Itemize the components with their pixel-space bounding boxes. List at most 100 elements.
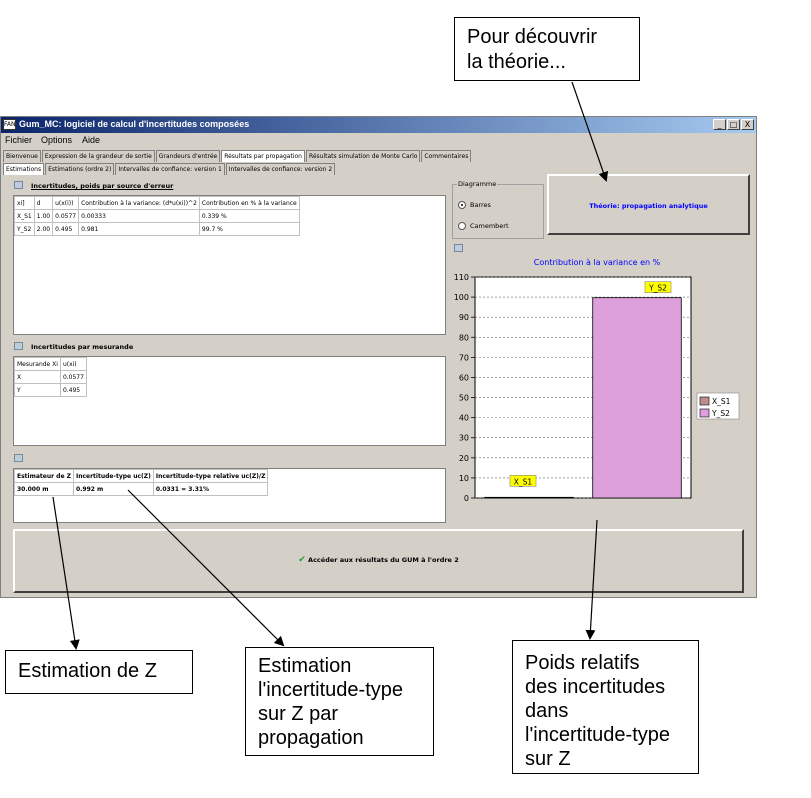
tab-estimations[interactable]: Estimations (3, 163, 45, 175)
app-icon: FAN (3, 119, 16, 130)
variance-chart: Contribution à la variance en % 0 10 20 30 4… (454, 258, 740, 503)
callout-line: Pour découvrir (467, 26, 598, 48)
table-row[interactable]: 30.000 m 0.992 m 0.0331 = 3.31% (14, 482, 269, 496)
y-tick-label: 90 (459, 313, 469, 322)
callout-estimation-z: Estimation de Z (5, 650, 193, 694)
app-window: FAN Gum_MC: logiciel de calcul d'incerti… (0, 116, 757, 598)
table-mesurande: Mesurande Xi u(xi) X 0.0577 Y 0.495 (14, 357, 87, 397)
incertitude-type-value: 0.992 m (72, 482, 154, 496)
tab-intervalles-v2[interactable]: Intervalles de confiance: version 2 (225, 163, 336, 175)
tab-resultats-propagation[interactable]: Résultats par propagation (221, 150, 305, 162)
callout-poids: Poids relatifs des incertitudes dans l'i… (512, 640, 699, 774)
callout-line: la théorie... (467, 51, 566, 73)
data-label-box (509, 475, 537, 487)
chart-icon (454, 244, 463, 252)
gum-button-label: Accéder aux résultats du GUM à l'ordre 2 (308, 556, 459, 564)
close-button[interactable]: X (741, 119, 754, 130)
callout-line: sur Z par (258, 703, 339, 725)
bar-x-s1 (484, 496, 574, 499)
window-title: Gum_MC: logiciel de calcul d'incertitude… (19, 119, 250, 129)
table-cell: 0.495 (52, 222, 80, 236)
tab-bienvenue[interactable]: Bienvenue (3, 150, 41, 162)
radio-camembert-label: Camembert (470, 222, 509, 230)
table-icon (14, 181, 23, 189)
table-header-row: Mesurande Xi u(xi) (14, 357, 87, 371)
gum-ordre2-button[interactable]: ✔ Accéder aux résultats du GUM à l'ordre… (13, 529, 744, 593)
callout-line: l'incertitude-type (258, 679, 403, 701)
data-label: Y_S2 (648, 284, 667, 293)
estimateur-z-value: 30.000 m (14, 482, 74, 496)
diagramme-group (452, 184, 544, 239)
tab-grandeurs-entree[interactable]: Grandeurs d'entrée (155, 150, 221, 162)
col-header: u(xi) (59, 357, 87, 371)
menu-fichier[interactable]: Fichier (5, 135, 33, 145)
callout-line: l'incertitude-type (525, 724, 670, 746)
y-tick-label: 0 (464, 494, 469, 503)
menu-aide[interactable]: Aide (82, 135, 101, 145)
data-label: X_S1 (514, 477, 533, 486)
table-cell: 99.7 % (198, 222, 300, 236)
radio-camembert[interactable] (458, 222, 466, 230)
chart-labels: X_S1 Y_S2 (509, 281, 672, 487)
callout-line: des incertitudes (525, 676, 666, 698)
table-row[interactable]: X 0.0577 (14, 370, 87, 384)
y-tick-label: 60 (459, 373, 469, 382)
table-resultats-z: Estimateur de Z Incertitude-type uc(Z) I… (14, 469, 269, 496)
radio-barres[interactable] (458, 201, 466, 209)
arrow-to-estimation-z (52, 496, 80, 650)
data-label-box (644, 281, 672, 293)
table-icon (14, 342, 23, 350)
chart-title: Contribution à la variance en % (534, 258, 661, 267)
theorie-button[interactable]: Théorie: propagation analytique (547, 174, 750, 235)
menu-options[interactable]: Options (41, 135, 73, 145)
callout-estimation-incertitude: Estimation l'incertitude-type sur Z par … (245, 647, 434, 756)
callout-line: Poids relatifs (525, 652, 640, 674)
chart-bars (484, 297, 682, 499)
title-bar[interactable]: FAN Gum_MC: logiciel de calcul d'incerti… (1, 117, 756, 133)
y-tick-label: 80 (459, 333, 469, 342)
callout-line: dans (525, 700, 569, 722)
diagramme-label: Diagramme (457, 180, 498, 188)
legend-swatch (699, 408, 710, 418)
theorie-button-label: Théorie: propagation analytique (589, 202, 708, 210)
tab-estimations-ordre2[interactable]: Estimations (ordre 2) (45, 163, 115, 175)
tab-monte-carlo[interactable]: Résultats simulation de Monte Carlo (305, 150, 421, 162)
y-tick-label: 10 (459, 474, 469, 483)
table-row[interactable]: Y_S2 2.00 0.495 0.981 99.7 % (14, 222, 300, 236)
callout-theory: Pour découvrir la théorie... (454, 17, 640, 81)
y-tick-label: 50 (459, 394, 469, 403)
table-row[interactable]: Y 0.495 (14, 383, 87, 397)
y-tick-label: 40 (459, 414, 469, 423)
tab-intervalles-v1[interactable]: Intervalles de confiance: version 1 (115, 163, 225, 175)
tab-expression[interactable]: Expression de la grandeur de sortie (41, 150, 155, 162)
y-tick-label: 110 (454, 273, 469, 282)
table-cell: 0.495 (59, 383, 87, 397)
bar-y-s2 (592, 297, 682, 499)
incertitude-relative-value: 0.0331 = 3.31% (152, 482, 269, 496)
arrow-to-incertitude (127, 489, 285, 647)
section-title-poids: Incertitudes, poids par source d'erreur (31, 182, 174, 190)
y-tick-label: 20 (459, 454, 469, 463)
arrow-to-poids (585, 519, 598, 640)
radio-barres-label: Barres (470, 201, 491, 209)
callout-line: propagation (258, 727, 364, 749)
table-cell: 2.00 (33, 222, 54, 236)
table-poids-source: xi] d u(x(i)) Contribution à la variance… (14, 196, 300, 236)
minimize-button[interactable]: _ (713, 119, 726, 130)
y-tick-label: 30 (459, 434, 469, 443)
table-icon (14, 454, 23, 462)
arrow-to-theorie (571, 81, 609, 182)
tab-commentaires[interactable]: Commentaires (421, 150, 472, 162)
gum-button-content: ✔ Accéder aux résultats du GUM à l'ordre… (15, 555, 742, 565)
legend-swatch (699, 396, 710, 406)
maximize-button[interactable]: □ (727, 119, 740, 130)
section-title-mesurande: Incertitudes par mesurande (31, 343, 134, 351)
callout-line: Estimation (258, 655, 352, 677)
callout-line: Estimation de Z (18, 660, 157, 682)
legend-label: X_S1 (712, 397, 731, 406)
table-cell: 0.981 (78, 222, 200, 236)
y-tick-label: 70 (459, 353, 469, 362)
chart-legend: X_S1Y_S2 (696, 392, 740, 420)
